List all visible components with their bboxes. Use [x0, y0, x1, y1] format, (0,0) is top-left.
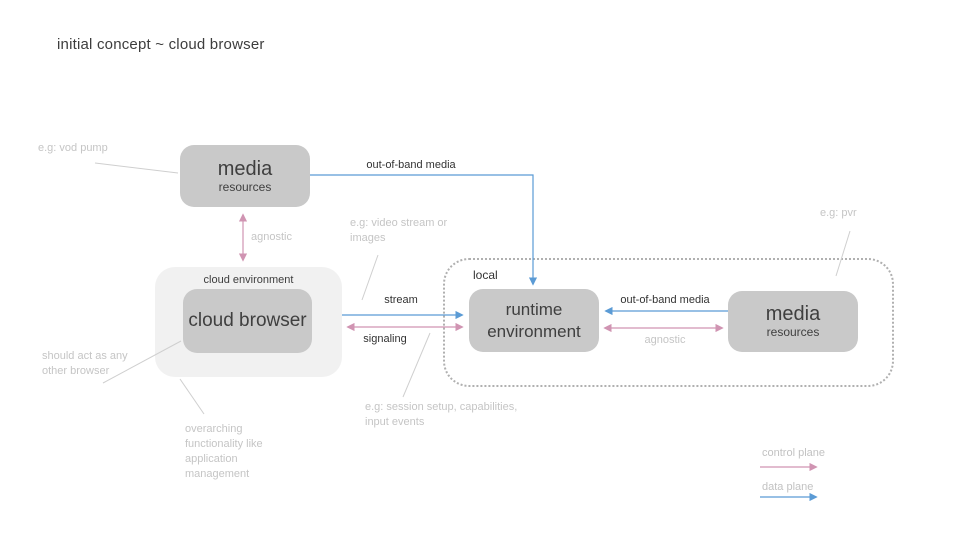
- edge-label-stream: stream: [384, 294, 418, 306]
- node-media-resources-cloud-subtitle: resources: [218, 179, 272, 194]
- edge-label-signaling: signaling: [363, 333, 407, 345]
- node-media-resources-local-subtitle: resources: [766, 325, 820, 340]
- annotation-video-stream: e.g: video stream or images: [350, 217, 448, 244]
- node-media-resources-cloud: media resources: [180, 145, 310, 207]
- annotation-overarching: overarching functionality like applicati…: [185, 423, 263, 480]
- edge-label-agnostic-local: agnostic: [644, 334, 686, 346]
- edge-label-agnostic-cloud: agnostic: [251, 231, 292, 243]
- node-media-resources-local-title: media: [765, 303, 821, 326]
- node-runtime-environment: runtime environment: [469, 289, 599, 352]
- local-zone-label: local: [473, 268, 498, 282]
- annotation-should-act: should act as any other browser: [42, 350, 128, 377]
- node-media-resources-local: media resources: [728, 291, 858, 352]
- page-title: initial concept ~ cloud browser: [57, 36, 265, 53]
- edge-label-out-of-band-media-local: out-of-band media: [620, 294, 710, 306]
- legend-control-plane-label: control plane: [762, 447, 825, 459]
- callout-line-overarching: [179, 378, 205, 415]
- edge-label-out-of-band-media-top: out-of-band media: [366, 159, 456, 171]
- node-cloud-browser-label: cloud browser: [188, 310, 307, 331]
- annotation-pvr: e.g: pvr: [820, 207, 857, 219]
- node-runtime-environment-label: runtime environment: [487, 300, 581, 341]
- node-media-resources-cloud-title: media: [217, 157, 273, 180]
- local-zone-border: [443, 258, 894, 387]
- legend-data-plane-label: data plane: [762, 481, 814, 493]
- annotation-vod-pump: e.g: vod pump: [38, 142, 108, 154]
- annotation-session-setup: e.g: session setup, capabilities, input …: [365, 401, 518, 428]
- node-cloud-browser: cloud browser: [183, 289, 312, 353]
- cloud-environment-label: cloud environment: [203, 274, 294, 286]
- callout-line-vod-pump: [94, 162, 179, 174]
